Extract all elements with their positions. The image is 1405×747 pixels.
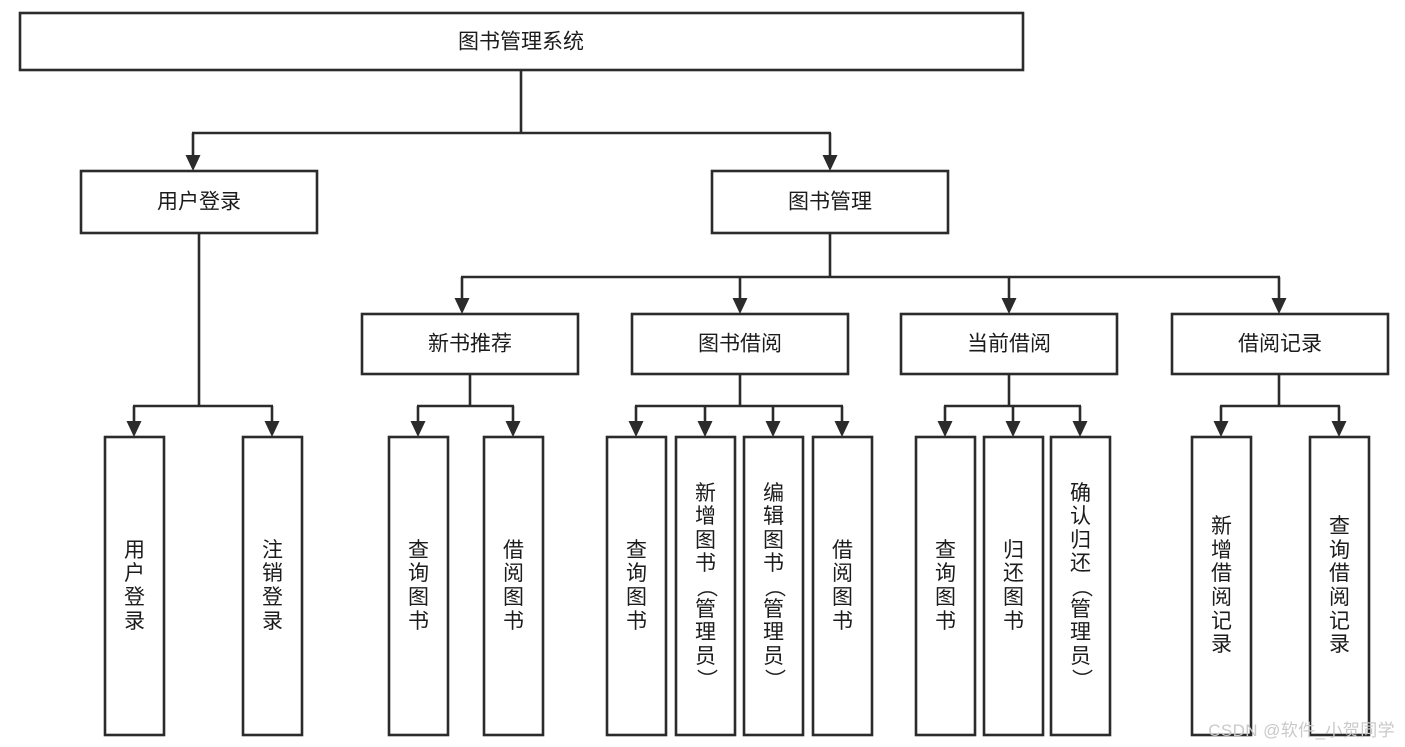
node-leaf-add-borrow-record[interactable] [1190,435,1253,737]
node-user-login-label: 用户登录 [157,191,241,214]
node-new-book-recommend[interactable]: 新书推荐 [360,312,580,376]
node-leaf-borrow-book-box[interactable] [811,435,874,737]
node-leaf-confirm-return-box[interactable] [1049,435,1112,737]
arrow-to-leaf-user-login [126,421,142,437]
arrow-to-borrow-record [1271,298,1287,314]
node-new-book-recommend-box[interactable] [360,312,580,376]
node-leaf-user-login[interactable] [103,435,166,737]
node-user-login-box[interactable] [79,169,319,235]
node-leaf-add-borrow-record-box[interactable] [1190,435,1253,737]
arrow-to-leaf-query-book-recommend [410,421,426,437]
node-leaf-query-book-current-box[interactable] [914,435,977,737]
node-borrow-record[interactable]: 借阅记录 [1170,312,1390,376]
node-leaf-edit-book-box[interactable] [742,435,805,737]
node-leaf-query-borrow-record-box[interactable] [1308,435,1371,737]
node-leaf-borrow-book-recommend[interactable] [482,435,545,737]
node-layer: 图书管理系统 用户登录 图书管理 新书推荐 图书借阅 当前 [18,11,1390,737]
node-root-label: 图书管理系统 [458,31,584,54]
node-leaf-logout-box[interactable] [241,435,304,737]
node-book-borrow-box[interactable] [630,312,850,376]
arrow-to-new-book-recommend [454,298,470,314]
node-new-book-recommend-label: 新书推荐 [428,333,512,356]
node-book-borrow[interactable]: 图书借阅 [630,312,850,376]
node-borrow-record-label: 借阅记录 [1238,333,1322,356]
arrow-to-book-borrow [732,298,748,314]
node-current-borrow-box[interactable] [899,312,1119,376]
node-user-login[interactable]: 用户登录 [79,169,319,235]
node-leaf-query-book-current[interactable] [914,435,977,737]
node-root-box[interactable] [18,11,1025,72]
arrow-to-user-login [185,155,201,171]
arrow-to-leaf-query-borrow-record [1331,421,1347,437]
node-leaf-return-book[interactable] [982,435,1045,737]
node-leaf-user-login-box[interactable] [103,435,166,737]
node-leaf-add-book-box[interactable] [674,435,737,737]
arrow-to-leaf-borrow-book [834,421,850,437]
arrow-to-leaf-logout [264,421,280,437]
arrow-to-current-borrow [1001,298,1017,314]
node-leaf-add-book[interactable] [674,435,737,737]
node-leaf-query-book-borrow-box[interactable] [605,435,668,737]
node-current-borrow-label: 当前借阅 [967,333,1051,356]
arrow-to-leaf-query-book-borrow [628,421,644,437]
arrow-to-leaf-borrow-book-recommend [505,421,521,437]
node-leaf-logout[interactable] [241,435,304,737]
node-book-manage[interactable]: 图书管理 [710,169,950,235]
node-current-borrow[interactable]: 当前借阅 [899,312,1119,376]
connector-layer [126,70,1347,437]
node-leaf-borrow-book-recommend-box[interactable] [482,435,545,737]
node-leaf-confirm-return[interactable] [1049,435,1112,737]
arrow-to-book-manage [822,155,838,171]
arrow-to-leaf-add-book [697,421,713,437]
arrow-to-leaf-add-borrow-record [1213,421,1229,437]
arrow-to-leaf-query-book-current [937,421,953,437]
arrow-to-leaf-edit-book [765,421,781,437]
arrow-to-leaf-confirm-return [1072,421,1088,437]
node-leaf-return-book-box[interactable] [982,435,1045,737]
node-root[interactable]: 图书管理系统 [18,11,1025,72]
node-leaf-query-book-recommend-box[interactable] [387,435,450,737]
node-book-manage-label: 图书管理 [788,191,872,214]
node-leaf-query-borrow-record[interactable] [1308,435,1371,737]
arrow-to-leaf-return-book [1005,421,1021,437]
node-book-manage-box[interactable] [710,169,950,235]
node-borrow-record-box[interactable] [1170,312,1390,376]
node-book-borrow-label: 图书借阅 [698,333,782,356]
node-leaf-query-book-recommend[interactable] [387,435,450,737]
node-leaf-query-book-borrow[interactable] [605,435,668,737]
node-leaf-edit-book[interactable] [742,435,805,737]
node-leaf-borrow-book[interactable] [811,435,874,737]
